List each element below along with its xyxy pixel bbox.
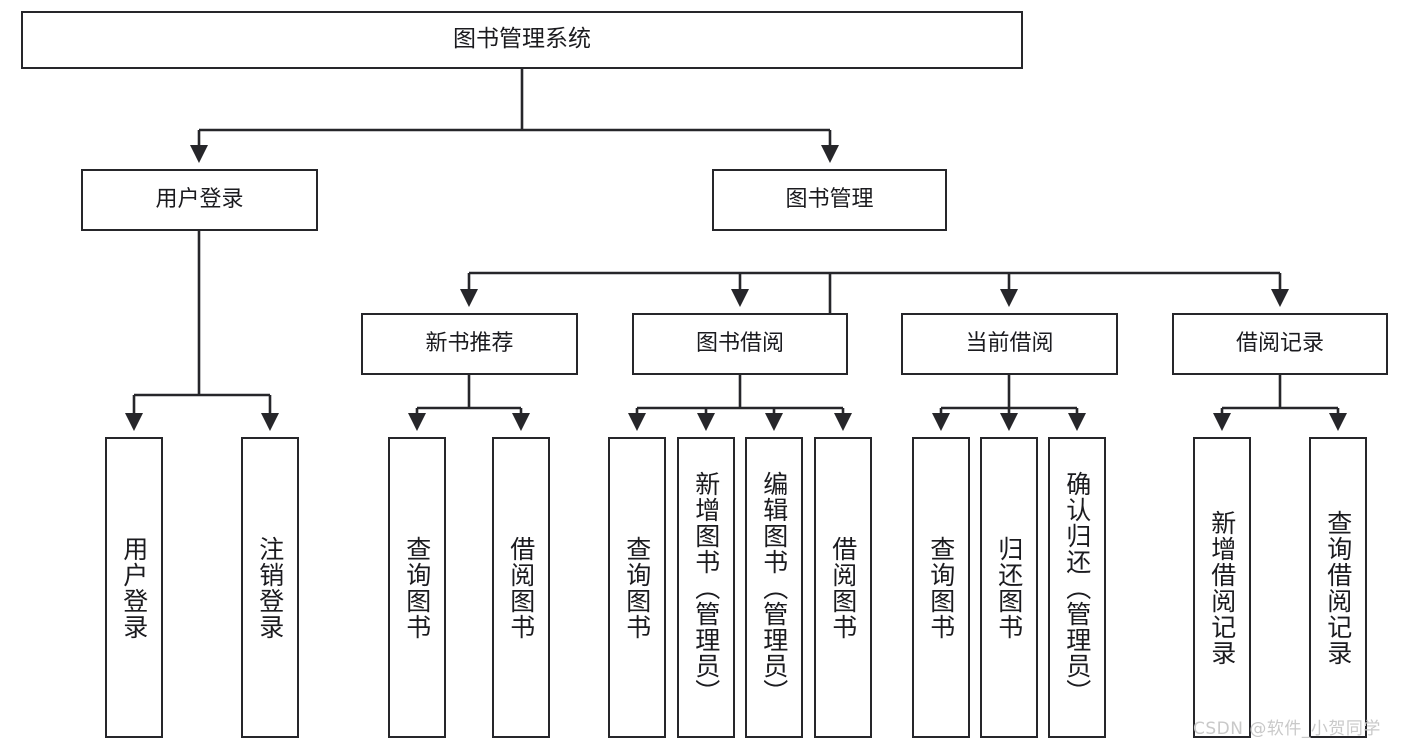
node-user-login[interactable]: 用户登录 — [81, 169, 318, 231]
leaf-book-borrow-1[interactable]: 新增图书（管理员） — [677, 437, 735, 738]
node-borrow-record[interactable]: 借阅记录 — [1172, 313, 1388, 375]
node-current-borrow-label: 当前借阅 — [965, 331, 1054, 357]
leaf-label: 查询图书 — [926, 535, 956, 640]
leaf-book-borrow-3[interactable]: 借阅图书 — [814, 437, 872, 738]
node-book-borrow-label: 图书借阅 — [695, 331, 784, 357]
leaf-label: 查询借阅记录 — [1323, 509, 1353, 666]
node-root[interactable]: 图书管理系统 — [21, 11, 1023, 69]
leaf-current-borrow-2[interactable]: 确认归还（管理员） — [1048, 437, 1106, 738]
leaf-label: 新增图书（管理员） — [691, 470, 721, 705]
leaf-label: 编辑图书（管理员） — [759, 470, 789, 705]
node-current-borrow[interactable]: 当前借阅 — [901, 313, 1118, 375]
leaf-label: 查询图书 — [402, 535, 432, 640]
leaf-label: 用户登录 — [119, 535, 149, 640]
leaf-user-login-0[interactable]: 用户登录 — [105, 437, 163, 738]
leaf-user-login-1[interactable]: 注销登录 — [241, 437, 299, 738]
node-new-book-recommend[interactable]: 新书推荐 — [361, 313, 578, 375]
leaf-current-borrow-1[interactable]: 归还图书 — [980, 437, 1038, 738]
node-user-login-label: 用户登录 — [155, 187, 244, 213]
node-new-book-recommend-label: 新书推荐 — [425, 331, 514, 357]
node-book-management-label: 图书管理 — [785, 187, 874, 213]
watermark: CSDN @软件_小贺同学 — [1193, 719, 1381, 739]
leaf-book-borrow-0[interactable]: 查询图书 — [608, 437, 666, 738]
leaf-book-borrow-2[interactable]: 编辑图书（管理员） — [745, 437, 803, 738]
leaf-label: 借阅图书 — [506, 535, 536, 640]
leaf-current-borrow-0[interactable]: 查询图书 — [912, 437, 970, 738]
leaf-label: 借阅图书 — [828, 535, 858, 640]
leaf-borrow-record-0[interactable]: 新增借阅记录 — [1193, 437, 1251, 738]
node-book-borrow[interactable]: 图书借阅 — [632, 313, 848, 375]
node-book-management[interactable]: 图书管理 — [712, 169, 947, 231]
node-root-label: 图书管理系统 — [453, 26, 591, 53]
leaf-label: 确认归还（管理员） — [1062, 470, 1092, 705]
leaf-label: 查询图书 — [622, 535, 652, 640]
leaf-label: 新增借阅记录 — [1207, 509, 1237, 666]
leaf-label: 注销登录 — [255, 535, 285, 640]
leaf-new-book-recommend-1[interactable]: 借阅图书 — [492, 437, 550, 738]
node-borrow-record-label: 借阅记录 — [1235, 331, 1324, 357]
leaf-borrow-record-1[interactable]: 查询借阅记录 — [1309, 437, 1367, 738]
leaf-new-book-recommend-0[interactable]: 查询图书 — [388, 437, 446, 738]
leaf-label: 归还图书 — [994, 535, 1024, 640]
